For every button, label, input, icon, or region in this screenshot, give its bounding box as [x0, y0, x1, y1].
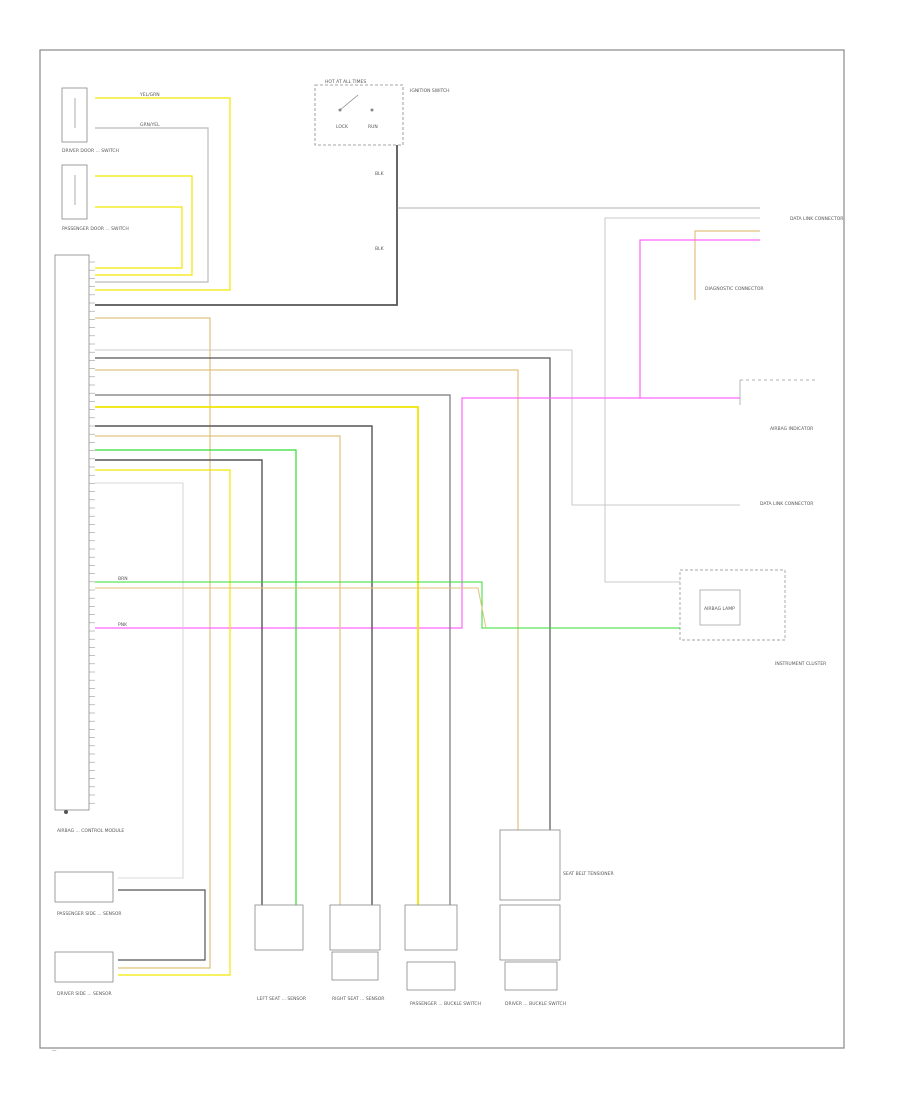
left-seat-sensor-label: LEFT SEAT ... SENSOR: [257, 996, 306, 1002]
driver-side-sensor: DRIVER SIDE ... SENSOR: [54, 951, 114, 997]
wire-yellow-driver-door: [95, 97, 231, 291]
driver-door-switch-box: [61, 87, 88, 143]
wire-lightgray-right-1: [604, 217, 760, 583]
passenger-side-sensor: PASSENGER SIDE ... SENSOR: [54, 871, 122, 917]
instrument-cluster-label: INSTRUMENT CLUSTER: [775, 661, 826, 667]
right-seat-sensor-box: [329, 904, 381, 951]
data-link-label: DATA LINK CONNECTOR: [760, 501, 813, 507]
right-seat-sensor-label: RIGHT SEAT ... SENSOR: [332, 996, 384, 1002]
passenger-door-switch-box: [61, 164, 88, 220]
wire-black-sensor: [118, 889, 206, 961]
pass-buckle-inner: [406, 961, 456, 991]
driver-buckle-switch: SEAT BELT TENSIONER DRIVER ... BUCKLE SW…: [499, 829, 614, 1007]
passenger-sensor-box: [54, 871, 114, 903]
instrument-cluster-box: [679, 569, 786, 641]
airbag-lamp-label: AIRBAG LAMP: [704, 606, 735, 612]
wire-gray-right-seat: [95, 425, 373, 905]
passenger-door-switch-label: PASSENGER DOOR ... SWITCH: [62, 226, 129, 232]
wire-pink-main: [95, 397, 740, 629]
wire-yellow-pass-buckle: [95, 406, 419, 905]
wire-black-ignition: [95, 145, 398, 306]
driver-buckle-label: DRIVER ... BUCKLE SWITCH: [505, 1001, 566, 1007]
wire-label-blk-2: BLK: [375, 246, 385, 252]
airbag-indicator-label: AIRBAG INDICATOR: [770, 426, 813, 432]
driver-buckle-inner: [504, 961, 558, 991]
driver-buckle-lower: [499, 904, 561, 961]
wire-green-cluster: [95, 581, 680, 629]
passenger-sensor-label: PASSENGER SIDE ... SENSOR: [57, 911, 122, 917]
instrument-cluster: AIRBAG LAMP INSTRUMENT CLUSTER: [679, 569, 826, 667]
wire-label-2: GRN/YEL: [140, 122, 160, 128]
airbag-indicator: AIRBAG INDICATOR: [739, 379, 815, 432]
driver-sensor-label: DRIVER SIDE ... SENSOR: [57, 991, 112, 997]
wire-lightgray-pass-sensor: [95, 482, 184, 879]
driver-buckle-box: [499, 829, 561, 901]
wire-tan-right-seat: [95, 435, 341, 905]
wire-tan-right: [694, 230, 760, 300]
airbag-control-module: AIRBAG ... CONTROL MODULE: [54, 254, 124, 834]
ignition-switch-label: IGNITION SWITCH: [410, 88, 450, 94]
wire-tan-buckle: [95, 369, 519, 830]
ignition-lock-label: LOCK: [336, 124, 349, 130]
left-seat-sensor-box: [254, 904, 304, 951]
airbag-lamp-box: [699, 589, 741, 626]
ignition-run-label: RUN: [368, 124, 378, 130]
wire-lightgray-long: [95, 349, 740, 506]
wire-yellow-pass-door-2: [95, 206, 183, 269]
ignition-contact-1: [338, 108, 342, 112]
wire-yellow-driver-sensor: [95, 469, 231, 976]
seatbelt-tensioner-label: SEAT BELT TENSIONER: [563, 871, 614, 877]
wire-yellow-pass-door: [95, 175, 193, 276]
wire-tan-cluster: [95, 587, 487, 629]
left-seat-sensor: LEFT SEAT ... SENSOR: [254, 904, 306, 1002]
wire-gray-driver-door: [95, 127, 209, 283]
right-seat-sensor: RIGHT SEAT ... SENSOR: [329, 904, 384, 1002]
passenger-buckle-switch: PASSENGER ... BUCKLE SWITCH: [404, 904, 481, 1007]
wire-pink-right: [639, 239, 760, 398]
passenger-door-switch: PASSENGER DOOR ... SWITCH: [61, 164, 129, 232]
wire-green-left-seat: [95, 449, 297, 905]
ignition-switch: IGNITION SWITCH HOT AT ALL TIMES LOCK RU…: [314, 79, 450, 146]
right-seat-sensor-inner: [331, 951, 379, 981]
wire-gray-buckle-1: [95, 357, 551, 830]
wire-label-brn: BRN: [118, 576, 128, 582]
driver-door-switch-label: DRIVER DOOR ... SWITCH: [62, 148, 119, 154]
wire-gray-left-seat: [95, 459, 263, 905]
wire-tan-sensor: [95, 317, 211, 969]
airbag-module-label: AIRBAG ... CONTROL MODULE: [57, 828, 124, 834]
airbag-module-body: [54, 254, 90, 811]
pass-buckle-box: [404, 904, 458, 951]
wire-gray-pass-buckle: [95, 394, 451, 905]
wire-label-1: YEL/GRN: [139, 92, 160, 98]
wire-label-blk-1: BLK: [375, 171, 385, 177]
airbag-module-marker: [64, 810, 68, 814]
ignition-switch-arm: [339, 94, 359, 111]
diagram-frame: [39, 49, 845, 1049]
driver-door-switch: DRIVER DOOR ... SWITCH: [61, 87, 119, 154]
driver-sensor-box: [54, 951, 114, 983]
airbag-module-pins: [89, 261, 95, 804]
diagnostic-label: DIAGNOSTIC CONNECTOR: [705, 286, 764, 292]
ignition-contact-2: [370, 108, 374, 112]
wire-label-pnk: PNK: [118, 622, 128, 628]
page-label: —: [52, 1049, 57, 1054]
pass-buckle-label: PASSENGER ... BUCKLE SWITCH: [410, 1001, 481, 1007]
ignition-hot-label: HOT AT ALL TIMES: [325, 79, 366, 85]
connector-label-right: DATA LINK CONNECTOR: [790, 216, 843, 222]
ignition-switch-box: [314, 84, 404, 146]
